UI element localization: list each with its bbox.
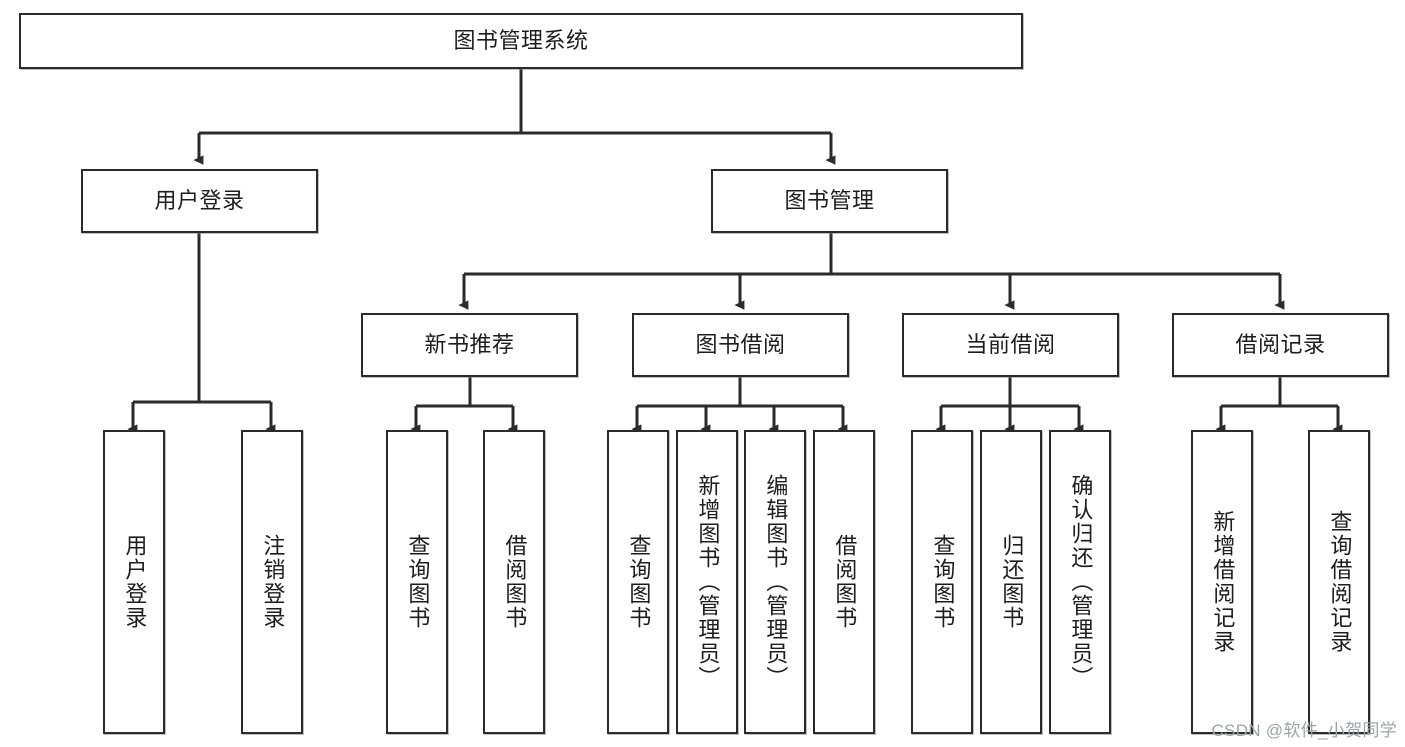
node-leaf-user-login[interactable]: 用户登录: [103, 430, 165, 734]
node-label: 确认归还（管理员）: [1068, 474, 1094, 690]
node-label: 用户登录: [154, 188, 245, 214]
watermark-text: CSDN @软件_小贺同学: [1211, 721, 1397, 740]
node-new-book-recommendation[interactable]: 新书推荐: [361, 313, 578, 377]
node-label: 新增图书（管理员）: [695, 474, 721, 690]
node-book-borrowing[interactable]: 图书借阅: [632, 313, 849, 377]
node-label: 借阅记录: [1235, 332, 1326, 358]
node-leaf-borrow-book[interactable]: 借阅图书: [813, 430, 875, 734]
node-leaf-edit-book-admin[interactable]: 编辑图书（管理员）: [744, 430, 806, 734]
node-book-management[interactable]: 图书管理: [711, 169, 948, 233]
node-label: 查询图书: [626, 534, 652, 630]
node-label: 借阅图书: [502, 534, 528, 630]
node-label: 新增借阅记录: [1210, 510, 1236, 654]
node-leaf-add-borrow-record[interactable]: 新增借阅记录: [1191, 430, 1253, 734]
node-label: 图书管理: [784, 188, 875, 214]
node-label: 当前借阅: [965, 332, 1056, 358]
node-label: 查询借阅记录: [1327, 510, 1353, 654]
node-root-book-management-system[interactable]: 图书管理系统: [19, 13, 1023, 69]
node-leaf-return-book[interactable]: 归还图书: [980, 430, 1042, 734]
node-label: 用户登录: [122, 534, 148, 630]
node-borrowing-records[interactable]: 借阅记录: [1172, 313, 1389, 377]
node-leaf-query-book-current[interactable]: 查询图书: [911, 430, 973, 734]
node-label: 注销登录: [260, 534, 286, 630]
node-label: 借阅图书: [832, 534, 858, 630]
node-leaf-query-book-newbook[interactable]: 查询图书: [386, 430, 448, 734]
node-label: 查询图书: [405, 534, 431, 630]
node-label: 编辑图书（管理员）: [763, 474, 789, 690]
node-leaf-add-book-admin[interactable]: 新增图书（管理员）: [676, 430, 738, 734]
node-leaf-query-borrow-record[interactable]: 查询借阅记录: [1308, 430, 1370, 734]
node-leaf-query-book-borrow[interactable]: 查询图书: [607, 430, 669, 734]
node-label: 图书借阅: [695, 332, 786, 358]
node-label: 图书管理系统: [453, 28, 589, 54]
node-leaf-confirm-return-admin[interactable]: 确认归还（管理员）: [1049, 430, 1111, 734]
node-label: 查询图书: [930, 534, 956, 630]
node-leaf-borrow-book-newbook[interactable]: 借阅图书: [483, 430, 545, 734]
node-label: 新书推荐: [424, 332, 515, 358]
node-current-borrowing[interactable]: 当前借阅: [902, 313, 1119, 377]
node-leaf-logout[interactable]: 注销登录: [241, 430, 303, 734]
node-label: 归还图书: [999, 534, 1025, 630]
node-user-login[interactable]: 用户登录: [81, 169, 318, 233]
